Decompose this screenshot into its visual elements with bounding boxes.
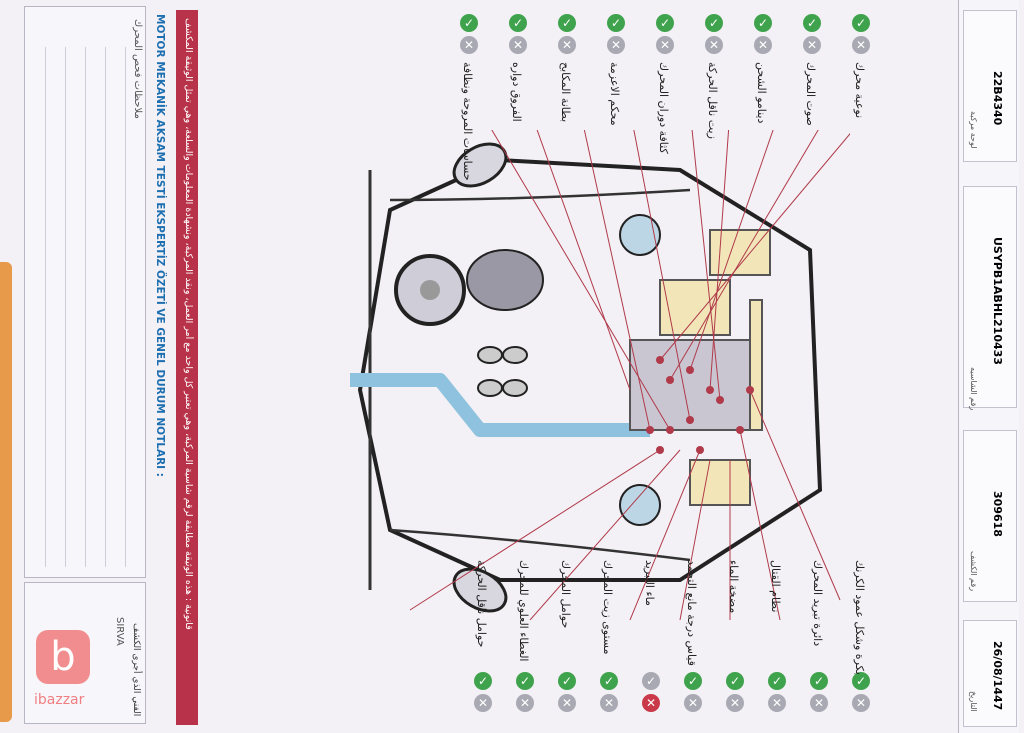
wheel-bottom: [619, 484, 661, 526]
bottom-item-ok-icon[interactable]: ✓: [726, 672, 744, 690]
ibazzar-logo: b: [36, 630, 90, 684]
bottom-item-fail-icon[interactable]: ✕: [516, 694, 534, 712]
bottom-item-ok-icon[interactable]: ✓: [474, 672, 492, 690]
bottom-item-label: حوامل المحرك: [559, 560, 572, 629]
bottom-item-fail-icon[interactable]: ✕: [474, 694, 492, 712]
report-value: 309618: [991, 491, 1004, 537]
engine-block: [629, 339, 751, 431]
top-item-fail-icon[interactable]: ✕: [803, 36, 821, 54]
bottom-item-fail-icon[interactable]: ✕: [810, 694, 828, 712]
top-item-ok-icon[interactable]: ✓: [460, 14, 478, 32]
bottom-item-ok-icon[interactable]: ✓: [768, 672, 786, 690]
signer-label: الفني الذي أجرى الكشف: [131, 623, 141, 717]
top-item-label: نوعية محرك: [853, 62, 866, 119]
top-item-label: صوت المحرك: [804, 62, 817, 126]
top-item-ok-icon[interactable]: ✓: [509, 14, 527, 32]
top-item-fail-icon[interactable]: ✕: [705, 36, 723, 54]
top-item-ok-icon[interactable]: ✓: [607, 14, 625, 32]
logo-wordmark: ibazzar: [34, 692, 85, 708]
legal-text: قانونية : هذه الوثيقة مطابقة لرقم شاسية …: [183, 18, 194, 630]
folder-tab: [0, 262, 12, 722]
bottom-item-label: قياس درجة مانع التجمد: [685, 560, 698, 666]
exhaust-pipe: [350, 373, 650, 437]
seat: [466, 249, 544, 311]
car-body-outline: [357, 157, 823, 582]
bottom-item-label: مستوى زيت المحرك: [601, 560, 614, 655]
bottom-item-fail-icon[interactable]: ✕: [726, 694, 744, 712]
top-item-fail-icon[interactable]: ✕: [656, 36, 674, 54]
top-item-label: زيت ناقل الحركة: [706, 62, 719, 139]
bottom-item-label: نظام القتال: [769, 560, 782, 613]
logo-glyph: b: [50, 634, 76, 680]
top-item-ok-icon[interactable]: ✓: [754, 14, 772, 32]
vin-value: USYPB1ABHL210433: [991, 237, 1004, 365]
report-cell: 309618 رقم الكشف: [963, 430, 1017, 602]
notes-label-ar: ملاحظات فحص المحرك: [132, 19, 143, 119]
mirror-top: [452, 142, 508, 188]
bottom-item-fail-icon[interactable]: ✕: [642, 694, 660, 712]
report-label: رقم الكشف: [969, 551, 978, 592]
bottom-item-ok-icon[interactable]: ✓: [516, 672, 534, 690]
top-item-fail-icon[interactable]: ✕: [509, 36, 527, 54]
bottom-item-ok-icon[interactable]: ✓: [810, 672, 828, 690]
top-item-label: بطانة المكابح: [559, 62, 572, 123]
top-item-label: الفروق دواره: [510, 62, 523, 122]
top-item-fail-icon[interactable]: ✕: [558, 36, 576, 54]
top-item-ok-icon[interactable]: ✓: [705, 14, 723, 32]
bottom-item-ok-icon[interactable]: ✓: [642, 672, 660, 690]
bottom-item-fail-icon[interactable]: ✕: [684, 694, 702, 712]
plate-cell: 22B4340 لوحة مركبة: [963, 10, 1017, 162]
legal-banner: قانونية : هذه الوثيقة مطابقة لرقم شاسية …: [176, 10, 198, 725]
bottom-item-label: الغطاء العلوي للمحرك: [517, 560, 530, 662]
engine-diagram: [350, 130, 850, 620]
vin-label: رقم الشاسيه: [969, 367, 978, 411]
vin-cell: USYPB1ABHL210433 رقم الشاسيه: [963, 186, 1017, 411]
wheel-top: [619, 214, 661, 256]
mirror-bottom: [452, 567, 508, 613]
top-item-fail-icon[interactable]: ✕: [460, 36, 478, 54]
top-item-label: محكم الاعزمة: [608, 62, 621, 126]
bottom-item-label: دائرة تبريد المحرك: [811, 560, 824, 647]
plate-label: لوحة مركبة: [969, 111, 978, 149]
date-value: 26/08/1447: [991, 641, 1004, 711]
top-item-label: حساسات المروحة ونظافة: [461, 62, 474, 181]
form-title: MOTOR MEKANİK AKSAM TESTİ EKSPERTİZ ÖZET…: [154, 14, 166, 477]
date-cell: 26/08/1447 التاريخ: [963, 620, 1017, 727]
top-item-label: كثافة دوران المحرك: [657, 62, 670, 154]
top-item-fail-icon[interactable]: ✕: [852, 36, 870, 54]
top-item-ok-icon[interactable]: ✓: [803, 14, 821, 32]
top-item-fail-icon[interactable]: ✕: [754, 36, 772, 54]
top-item-ok-icon[interactable]: ✓: [656, 14, 674, 32]
sirva-label: SIRVA: [114, 617, 125, 646]
bottom-item-label: حوامل ناقل الحركة: [475, 560, 488, 648]
pointer-dots: [646, 356, 754, 454]
header-strip: 22B4340 لوحة مركبة USYPB1ABHL210433 رقم …: [958, 0, 1019, 733]
plate-value: 22B4340: [991, 71, 1004, 126]
top-item-ok-icon[interactable]: ✓: [852, 14, 870, 32]
bottom-item-ok-icon[interactable]: ✓: [684, 672, 702, 690]
date-label: التاريخ: [969, 691, 978, 712]
notes-box: ملاحظات فحص المحرك: [24, 6, 146, 578]
bottom-item-ok-icon[interactable]: ✓: [558, 672, 576, 690]
top-item-label: دينامو الشحن: [755, 62, 768, 124]
bottom-item-fail-icon[interactable]: ✕: [768, 694, 786, 712]
bottom-item-label: مضخة الماء: [727, 560, 740, 614]
bottom-item-label: ماء التبريد: [643, 560, 656, 606]
bottom-item-label: بكرة وشكل عمود الكرنك: [853, 560, 866, 675]
bottom-item-fail-icon[interactable]: ✕: [852, 694, 870, 712]
top-item-ok-icon[interactable]: ✓: [558, 14, 576, 32]
bottom-item-ok-icon[interactable]: ✓: [852, 672, 870, 690]
bottom-item-ok-icon[interactable]: ✓: [600, 672, 618, 690]
bottom-item-fail-icon[interactable]: ✕: [558, 694, 576, 712]
top-item-fail-icon[interactable]: ✕: [607, 36, 625, 54]
bottom-item-fail-icon[interactable]: ✕: [600, 694, 618, 712]
pointer-lines: [409, 130, 850, 620]
